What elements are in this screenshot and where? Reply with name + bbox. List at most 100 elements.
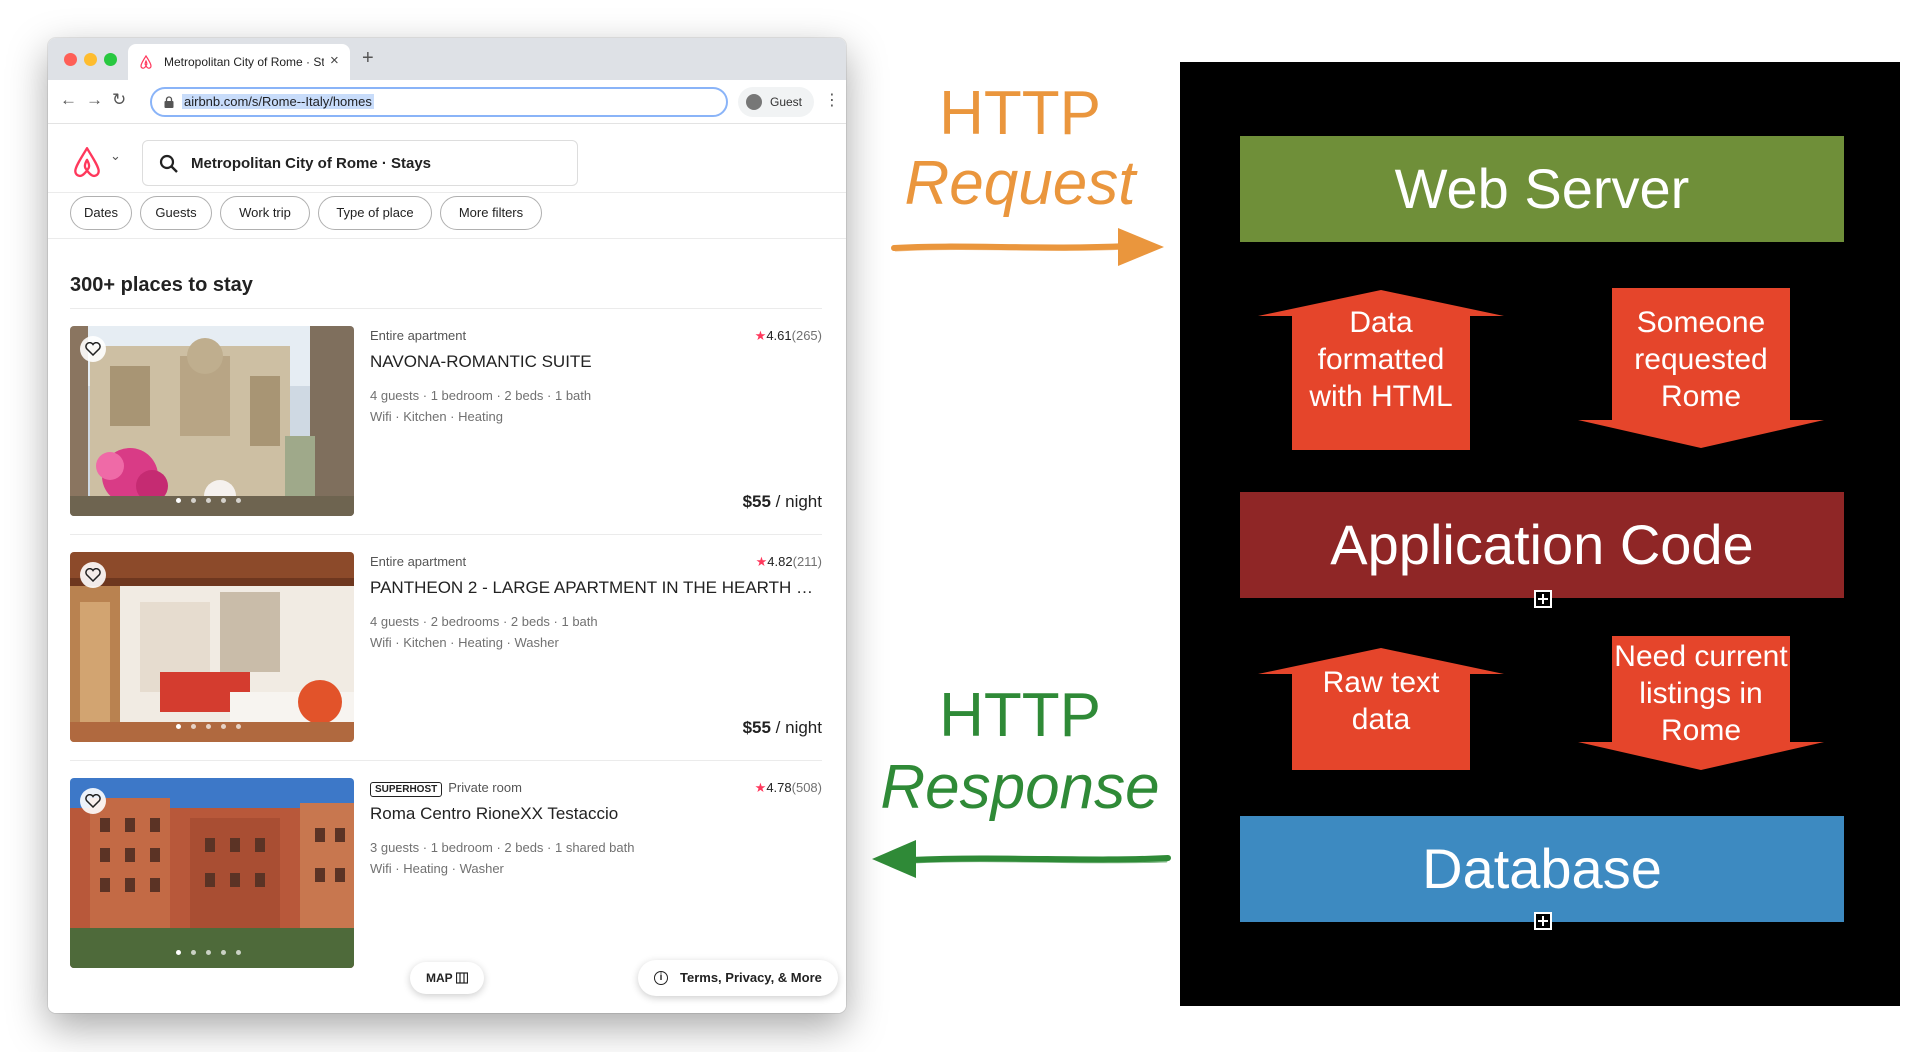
profile-button[interactable]: Guest <box>738 87 814 117</box>
http-request-subtitle: Request <box>904 149 1136 218</box>
flow-label-query: Need current listings in Rome <box>1614 640 1788 747</box>
listing-amenities: Wifi · Kitchen · Heating <box>370 409 503 424</box>
listing-rating: ★4.61(265) <box>754 328 822 343</box>
terms-privacy-button[interactable]: i Terms, Privacy, & More <box>638 960 838 996</box>
listing-name[interactable]: Roma Centro RioneXX Testaccio <box>370 804 619 823</box>
photo-carousel-dots[interactable] <box>176 942 251 960</box>
listing-type: Entire apartment <box>370 554 467 569</box>
photo-carousel-dots[interactable] <box>176 716 251 734</box>
flow-label-request: Someone requested Rome <box>1634 306 1768 413</box>
church-photo-image <box>70 326 354 516</box>
http-response-title: HTTP <box>939 681 1101 750</box>
listing-rating: ★4.78(508) <box>754 780 822 795</box>
filter-guests-button[interactable]: Guests <box>140 196 212 230</box>
architecture-panel: Web Server Data formatted with HTML Some… <box>1180 62 1900 1006</box>
location-search-bar[interactable]: Metropolitan City of Rome · Stays <box>142 140 578 186</box>
photo-carousel-dots[interactable] <box>176 490 251 508</box>
airbnb-logo-icon[interactable] <box>70 144 104 180</box>
forward-button[interactable]: → <box>86 90 103 109</box>
browser-menu-icon[interactable]: ⋮ <box>824 92 840 109</box>
request-arrow <box>891 228 1164 266</box>
expand-icon <box>1534 912 1552 930</box>
listing-name[interactable]: NAVONA-ROMANTIC SUITE <box>370 352 592 371</box>
listing-divider <box>70 534 822 535</box>
tab-title: Metropolitan City of Rome · Stays <box>164 55 324 69</box>
address-bar[interactable]: airbnb.com/s/Rome--Italy/homes <box>150 87 728 117</box>
star-icon: ★ <box>755 554 768 569</box>
results-heading: 300+ places to stay <box>70 274 253 296</box>
filter-work-trip-button[interactable]: Work trip <box>220 196 310 230</box>
http-request-title: HTTP <box>939 79 1101 148</box>
reload-button[interactable]: ↻ <box>112 90 127 109</box>
listing-name[interactable]: PANTHEON 2 - LARGE APARTMENT IN THE HEAR… <box>370 578 822 597</box>
superhost-badge: SUPERHOST <box>370 782 443 797</box>
listing-divider <box>70 760 822 761</box>
maximize-window-button[interactable] <box>104 53 117 66</box>
airbnb-page: ⌄ Metropolitan City of Rome · Stays Date… <box>48 124 846 1013</box>
heart-icon <box>85 342 101 356</box>
search-icon <box>159 154 178 173</box>
down-arrow-request <box>1578 288 1824 448</box>
back-button[interactable]: ← <box>60 90 77 109</box>
browser-tab[interactable]: Metropolitan City of Rome · Stays × <box>128 44 350 80</box>
listing-amenities: Wifi · Kitchen · Heating · Washer <box>370 635 559 650</box>
results-divider <box>70 308 822 309</box>
listing-photo[interactable] <box>70 778 354 968</box>
favorite-heart-button[interactable] <box>80 788 106 814</box>
database-box: Database <box>1240 816 1844 922</box>
listing-price: $55 / night <box>742 718 822 737</box>
profile-avatar-icon <box>746 94 762 110</box>
airbnb-favicon-icon <box>140 54 152 69</box>
http-response-subtitle: Response <box>880 753 1160 822</box>
search-query-text: Metropolitan City of Rome · Stays <box>191 155 432 172</box>
map-icon <box>456 972 468 984</box>
listing-details: 4 guests · 2 bedrooms · 2 beds · 1 bath <box>370 614 598 629</box>
building-photo-image <box>70 778 354 968</box>
listing-photo[interactable] <box>70 552 354 742</box>
map-button[interactable]: MAP <box>410 962 484 994</box>
listing-card[interactable]: Entire apartment ★4.82(211) PANTHEON 2 -… <box>70 552 822 742</box>
filter-more-filters-button[interactable]: More filters <box>440 196 542 230</box>
heart-icon <box>85 568 101 582</box>
response-arrow <box>872 840 1171 878</box>
web-server-box: Web Server <box>1240 136 1844 242</box>
heart-icon <box>85 794 101 808</box>
listing-amenities: Wifi · Heating · Washer <box>370 861 504 876</box>
lock-icon <box>164 96 174 108</box>
new-tab-button[interactable]: + <box>362 47 374 69</box>
info-icon: i <box>654 971 668 985</box>
listing-type: Entire apartment <box>370 328 467 343</box>
listing-details: 4 guests · 1 bedroom · 2 beds · 1 bath <box>370 388 592 403</box>
listing-price: $55 / night <box>742 492 822 511</box>
header-divider <box>48 192 846 193</box>
url-text[interactable]: airbnb.com/s/Rome--Italy/homes <box>182 94 374 109</box>
apartment-photo-image <box>70 552 354 742</box>
tab-close-icon[interactable]: × <box>330 52 339 69</box>
profile-label: Guest <box>770 95 803 109</box>
flow-label-raw-data: Raw text data <box>1322 666 1440 736</box>
favorite-heart-button[interactable] <box>80 336 106 362</box>
up-arrow-raw-data <box>1258 648 1504 770</box>
flow-label-html-data: Data formatted with HTML <box>1309 306 1453 413</box>
filter-type-of-place-button[interactable]: Type of place <box>318 196 432 230</box>
filter-dates-button[interactable]: Dates <box>70 196 132 230</box>
listing-card[interactable]: Entire apartment ★4.61(265) NAVONA-ROMAN… <box>70 326 822 516</box>
expand-icon <box>1534 590 1552 608</box>
star-icon: ★ <box>754 328 767 343</box>
tab-strip: Metropolitan City of Rome · Stays × + <box>48 38 846 80</box>
minimize-window-button[interactable] <box>84 53 97 66</box>
map-button-label: MAP <box>426 971 453 985</box>
favorite-heart-button[interactable] <box>80 562 106 588</box>
up-arrow-html-data <box>1258 290 1504 450</box>
application-code-box: Application Code <box>1240 492 1844 598</box>
chevron-down-icon[interactable]: ⌄ <box>110 148 121 163</box>
listing-rating: ★4.82(211) <box>755 554 822 569</box>
browser-toolbar: ← → ↻ airbnb.com/s/Rome--Italy/homes Gue… <box>48 80 846 124</box>
close-window-button[interactable] <box>64 53 77 66</box>
listing-details: 3 guests · 1 bedroom · 2 beds · 1 shared… <box>370 840 635 855</box>
star-icon: ★ <box>754 780 767 795</box>
listing-photo[interactable] <box>70 326 354 516</box>
